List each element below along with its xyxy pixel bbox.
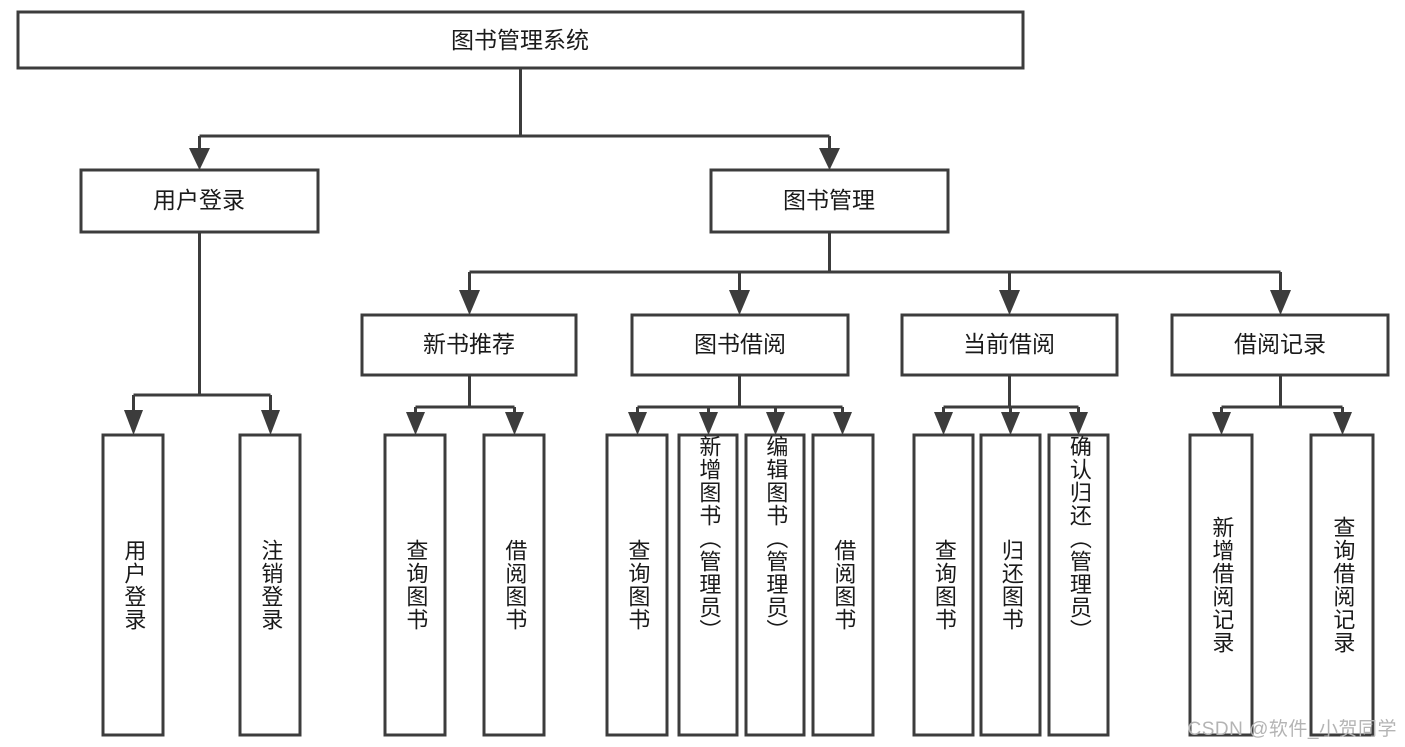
connector-root-to-level2 [198,68,831,152]
node-root-label: 图书管理系统 [451,27,589,53]
connector-newbook-to-leaves [414,375,516,414]
node-borrow-records-label: 借阅记录 [1234,331,1326,357]
leaf-node-query-borrow-record[interactable] [1309,433,1375,737]
arrowhead-to-leaf-edit-book [766,412,785,435]
node-book-management-label: 图书管理 [783,187,875,213]
node-user-login-label: 用户登录 [153,187,245,213]
arrowhead-to-leaf-borrow-book-1 [505,412,524,435]
arrowhead-to-book-borrow [729,290,750,315]
csdn-watermark: CSDN @软件_小贺同学 [1187,719,1397,740]
leaf-node-return-book[interactable] [979,433,1042,737]
arrowhead-to-leaf-borrow-book-2 [833,412,852,435]
connector-bookborrow-to-leaves [636,375,844,414]
arrowhead-to-book-management [819,148,840,170]
connector-bookmgmt-to-level3 [468,232,1282,292]
leaf-node-query-book-recommend[interactable] [383,433,447,737]
node-current-borrow-label: 当前借阅 [963,331,1055,357]
leaf-node-query-book-borrow[interactable] [605,433,669,737]
arrowhead-to-user-login [189,148,210,170]
node-root-book-management-system[interactable]: 图书管理系统 [16,10,1025,70]
node-book-borrow-label: 图书借阅 [694,331,786,357]
connector-borrowrecords-to-leaves [1220,375,1344,414]
leaf-node-add-book-admin[interactable] [677,433,739,737]
arrowhead-to-leaf-add-book [699,412,718,435]
leaf-node-confirm-return-admin[interactable] [1047,433,1110,737]
arrowhead-to-borrow-records [1270,290,1291,315]
node-current-borrow[interactable]: 当前借阅 [900,313,1119,377]
leaf-node-query-book-current[interactable] [912,433,975,737]
node-user-login[interactable]: 用户登录 [79,168,320,234]
leaf-node-user-login[interactable] [101,433,165,737]
connector-userlogin-to-leaves [132,232,272,412]
leaf-node-edit-book-admin[interactable] [744,433,806,737]
node-borrow-records[interactable]: 借阅记录 [1170,313,1390,377]
arrowhead-to-leaf-query-book-2 [628,412,647,435]
arrowhead-to-current-borrow [999,290,1020,315]
leaf-node-add-borrow-record[interactable] [1188,433,1254,737]
arrowhead-to-leaf-query-book-1 [406,412,425,435]
arrowhead-to-new-book-recommend [459,290,480,315]
arrowhead-to-leaf-return-book [1001,412,1020,435]
arrowhead-to-leaf-query-book-3 [934,412,953,435]
arrowhead-to-leaf-add-record [1212,412,1231,435]
node-book-borrow[interactable]: 图书借阅 [630,313,850,377]
node-new-book-recommend[interactable]: 新书推荐 [360,313,578,377]
arrowhead-to-leaf-confirm-return [1069,412,1088,435]
arrowhead-to-leaf-user-login [124,410,143,435]
arrowhead-to-leaf-logout [261,410,280,435]
arrowhead-to-leaf-query-record [1333,412,1352,435]
connector-currentborrow-to-leaves [942,375,1080,414]
node-book-management[interactable]: 图书管理 [709,168,950,234]
node-new-book-recommend-label: 新书推荐 [423,331,515,357]
leaf-node-logout[interactable] [238,433,302,737]
leaf-node-borrow-book-borrow[interactable] [811,433,875,737]
leaf-node-borrow-book-recommend[interactable] [482,433,546,737]
